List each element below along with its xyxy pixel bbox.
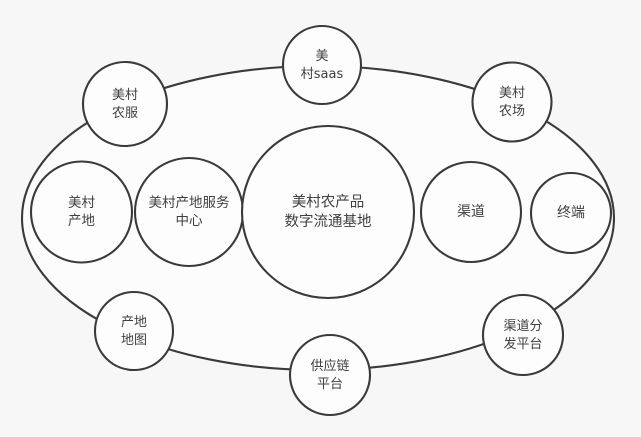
node-label-mc-nongchang: 美村农场 [499,86,525,119]
node-chandi-ditu[interactable]: 产地地图 [93,290,175,372]
node-label-line: 美村产地服务 [149,195,230,211]
node-mc-nongchang[interactable]: 美村农场 [471,61,553,143]
node-label-qudao-fenfa-pingtai: 渠道分发平台 [503,319,542,352]
node-label-mc-nongchanpin-shuzi-liutong-jidi: 美村农产品数字流通基地 [285,193,372,230]
inner-nodes-group: 美村产地 美村产地服务中心 美村农产品数字流通基地 渠道 终端 [29,124,613,300]
node-label-line: 美村农产品 [292,193,365,210]
node-label-chandi-ditu: 产地地图 [121,315,147,348]
node-mc-chandi[interactable]: 美村产地 [29,160,134,264]
node-label-gongyinglian-pingtai: 供应链平台 [310,358,349,392]
node-label-line: 美村 [112,88,138,103]
node-label-zhongduan: 终端 [557,205,585,221]
node-circle-zhongduan[interactable] [529,171,613,255]
node-circle-mc-chandi-fuwu-zhongxin[interactable] [133,156,245,268]
node-label-mc-nongfu: 美村农服 [112,88,138,121]
node-label-line: 终端 [557,205,585,221]
node-label-line: 供应链 [310,358,349,374]
node-circle-mc-nongfu[interactable] [81,60,169,148]
node-mc-saas[interactable]: 美村saas [281,24,363,106]
node-label-line: 渠道分 [503,319,542,334]
node-label-line: 发平台 [503,336,542,352]
node-label-line: 村saas [301,67,344,82]
node-circle-mc-chandi[interactable] [29,160,134,264]
node-label-mc-chandi-fuwu-zhongxin: 美村产地服务中心 [149,195,230,229]
node-circle-mc-saas[interactable] [281,24,363,106]
node-label-line: 地图 [121,333,147,348]
node-gongyinglian-pingtai[interactable]: 供应链平台 [288,333,372,417]
node-mc-chandi-fuwu-zhongxin[interactable]: 美村产地服务中心 [133,156,245,268]
node-label-line: 数字流通基地 [285,213,372,230]
node-circle-mc-nongchang[interactable] [471,61,553,143]
node-label-line: 产地 [68,213,95,229]
node-circle-gongyinglian-pingtai[interactable] [288,333,372,417]
node-label-mc-chandi: 美村产地 [68,195,95,229]
node-circle-qudao-fenfa-pingtai[interactable] [481,293,565,377]
node-mc-nongchanpin-shuzi-liutong-jidi[interactable]: 美村农产品数字流通基地 [240,124,416,300]
node-label-line: 中心 [176,213,203,229]
node-label-line: 美村 [68,195,95,211]
node-label-mc-saas: 美村saas [301,49,344,82]
node-label-line: 渠道 [457,204,485,220]
node-label-line: 美村 [499,86,525,101]
node-circle-chandi-ditu[interactable] [93,290,175,372]
node-label-line: 产地 [121,315,147,330]
node-label-line: 平台 [317,377,343,392]
node-label-line: 农服 [112,106,138,121]
node-zhongduan[interactable]: 终端 [529,171,613,255]
node-label-qudao: 渠道 [457,204,485,220]
node-qudao-fenfa-pingtai[interactable]: 渠道分发平台 [481,293,565,377]
node-mc-nongfu[interactable]: 美村农服 [81,60,169,148]
node-label-line: 美 [315,49,328,64]
node-qudao[interactable]: 渠道 [419,160,523,264]
node-circle-mc-nongchanpin-shuzi-liutong-jidi[interactable] [240,124,416,300]
node-label-line: 农场 [499,104,525,119]
node-circle-qudao[interactable] [419,160,523,264]
